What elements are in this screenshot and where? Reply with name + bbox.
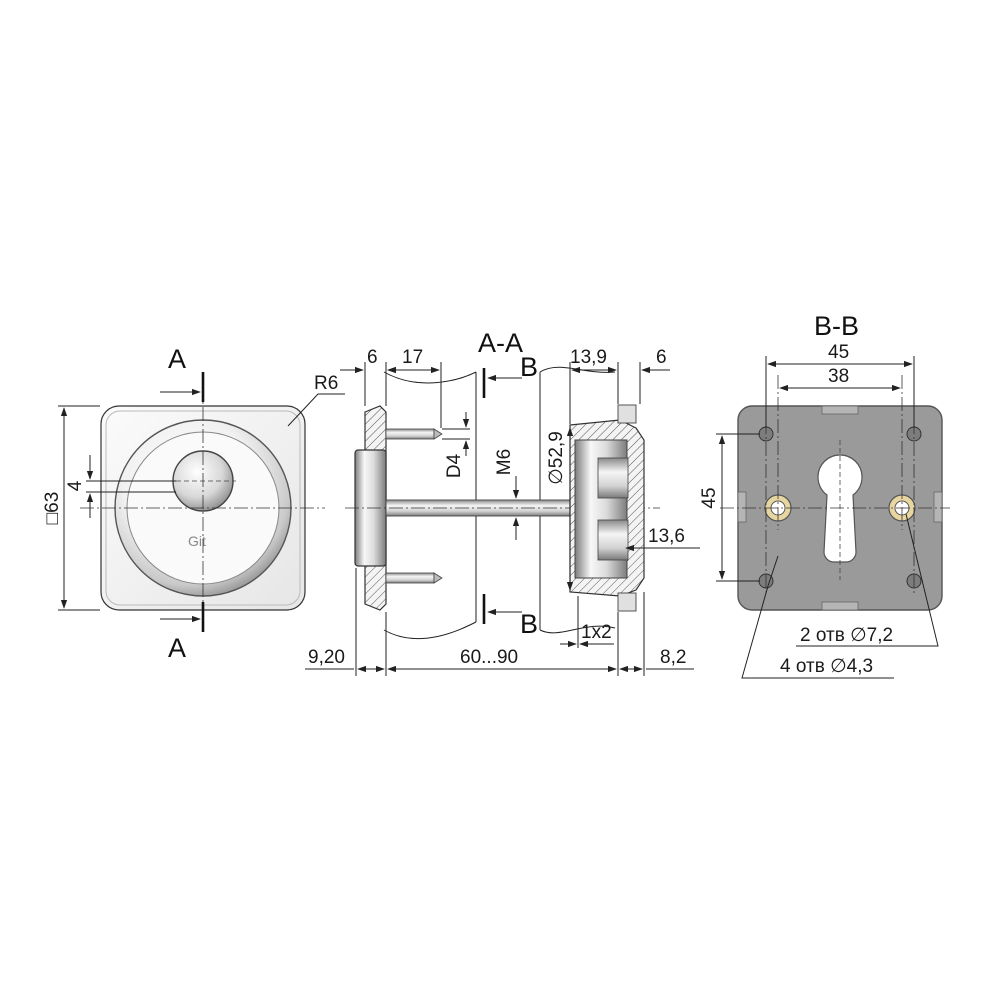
dim-6-left: 6: [367, 347, 378, 368]
dim-1x2: 1x2: [581, 622, 612, 643]
section-aa-view: A-A B B: [305, 328, 700, 676]
section-bb-view: B-B 45 38 45: [699, 311, 950, 679]
section-aa-title: A-A: [478, 328, 523, 358]
offset-label: 4: [65, 480, 86, 491]
dim-45-top: 45: [828, 342, 849, 363]
section-marker-a-bottom: A: [168, 633, 186, 663]
size-label: □63: [42, 492, 63, 525]
dim-9-20: 9,20: [308, 647, 345, 668]
section-marker-b-top: B: [520, 352, 538, 382]
section-marker-a-top: A: [168, 344, 186, 374]
dim-38: 38: [828, 366, 849, 387]
dim-13-9: 13,9: [570, 347, 607, 368]
holes-small-label: 4 отв ∅4,3: [780, 656, 873, 677]
radius-label: R6: [314, 373, 338, 394]
dim-8-2: 8,2: [660, 647, 686, 668]
dim-60-90: 60...90: [460, 647, 518, 668]
front-view: Git A A R6 □63 4: [42, 344, 345, 663]
dim-17: 17: [402, 347, 423, 368]
section-bb-title: B-B: [814, 311, 859, 341]
logo-text: Git: [188, 533, 206, 549]
dim-d4: D4: [444, 453, 465, 478]
dim-m6: M6: [494, 449, 515, 475]
dim-13-6: 13,6: [648, 526, 685, 547]
dim-45-side: 45: [699, 487, 720, 508]
dim-6-right: 6: [656, 347, 667, 368]
dim-diameter: ∅52,9: [546, 431, 567, 485]
section-marker-b-bottom: B: [520, 609, 538, 639]
holes-large-label: 2 отв ∅7,2: [800, 625, 893, 646]
